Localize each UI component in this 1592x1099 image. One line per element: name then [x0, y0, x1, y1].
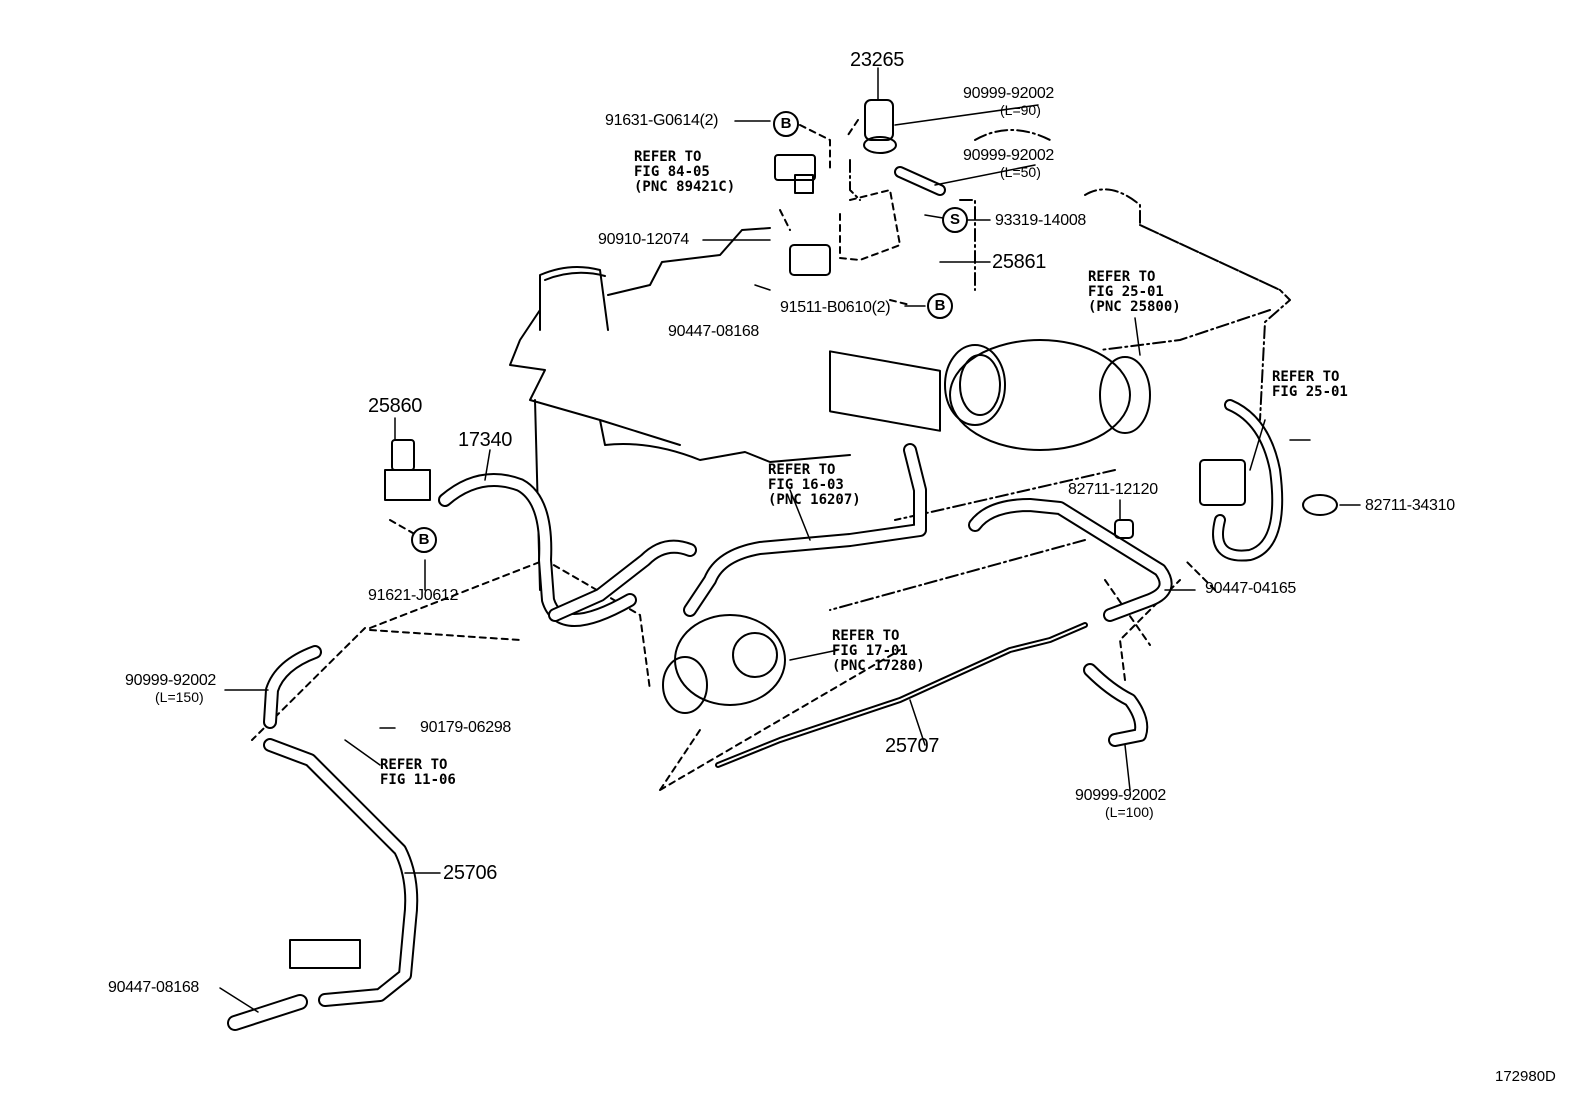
part-90910-12074: 90910-12074: [598, 231, 690, 248]
vsv-25860: [391, 439, 415, 471]
bracket-25706: [289, 939, 361, 969]
ref-fig-16-03: REFER TO FIG 16-03 (PNC 16207): [768, 462, 861, 508]
part-90447-08168-bottom: 90447-08168: [108, 979, 200, 996]
throttle-body: [674, 614, 786, 706]
clip-12120: [1114, 519, 1134, 539]
part-90999-92002-l150: 90999-92002: [125, 672, 217, 689]
bracket-25861: [829, 350, 941, 432]
part-90999-92002-l100: 90999-92002: [1075, 787, 1167, 804]
part-23265: 23265: [850, 49, 905, 71]
length-l100: (L=100): [1105, 804, 1154, 820]
ref-fig-25-01: REFER TO FIG 25-01: [1272, 369, 1348, 400]
length-l50: (L=50): [1000, 164, 1041, 180]
length-l90: (L=90): [1000, 102, 1041, 118]
ref-fig-25-01-pnc: REFER TO FIG 25-01 (PNC 25800): [1088, 269, 1181, 315]
vsv-right: [1199, 459, 1246, 506]
ref-fig-84-05: REFER TO FIG 84-05 (PNC 89421C): [634, 149, 736, 195]
part-25861: 25861: [992, 251, 1047, 273]
part-90447-04165: 90447-04165: [1205, 580, 1297, 597]
part-82711-34310: 82711-34310: [1365, 497, 1455, 514]
marker-b-top: B: [773, 111, 799, 137]
ref-fig-11-06: REFER TO FIG 11-06: [380, 757, 456, 788]
part-25706: 25706: [443, 862, 498, 884]
egr-valve: [949, 339, 1131, 451]
vsv-23265: [864, 99, 894, 141]
dashed-leaders: [251, 119, 1216, 791]
part-25860: 25860: [368, 395, 423, 417]
part-91621-j0612: 91621-J0612: [368, 587, 459, 604]
part-91631-g0614: 91631-G0614(2): [605, 112, 719, 129]
part-25707: 25707: [885, 735, 940, 757]
part-82711-12120: 82711-12120: [1068, 481, 1158, 498]
marker-s: S: [942, 207, 968, 233]
part-93319-14008: 93319-14008: [995, 212, 1087, 229]
part-17340: 17340: [458, 429, 513, 451]
engine-outline: [509, 227, 851, 591]
part-91511-b0610: 91511-B0610(2): [780, 299, 891, 316]
part-90999-92002-l90: 90999-92002: [963, 85, 1055, 102]
leader-lines: [219, 67, 1361, 1013]
part-90179-06298: 90179-06298: [420, 719, 512, 736]
clip-34310: [1302, 494, 1338, 516]
length-l150: (L=150): [155, 689, 204, 705]
figure-id: 172980D: [1495, 1068, 1556, 1085]
part-90447-08168-top: 90447-08168: [668, 323, 760, 340]
marker-b-left: B: [411, 527, 437, 553]
engine-frame: [829, 129, 1291, 611]
vsv-90910: [789, 244, 831, 276]
part-90999-92002-l50: 90999-92002: [963, 147, 1055, 164]
ref-fig-17-01: REFER TO FIG 17-01 (PNC 17280): [832, 628, 925, 674]
marker-b-middle: B: [927, 293, 953, 319]
